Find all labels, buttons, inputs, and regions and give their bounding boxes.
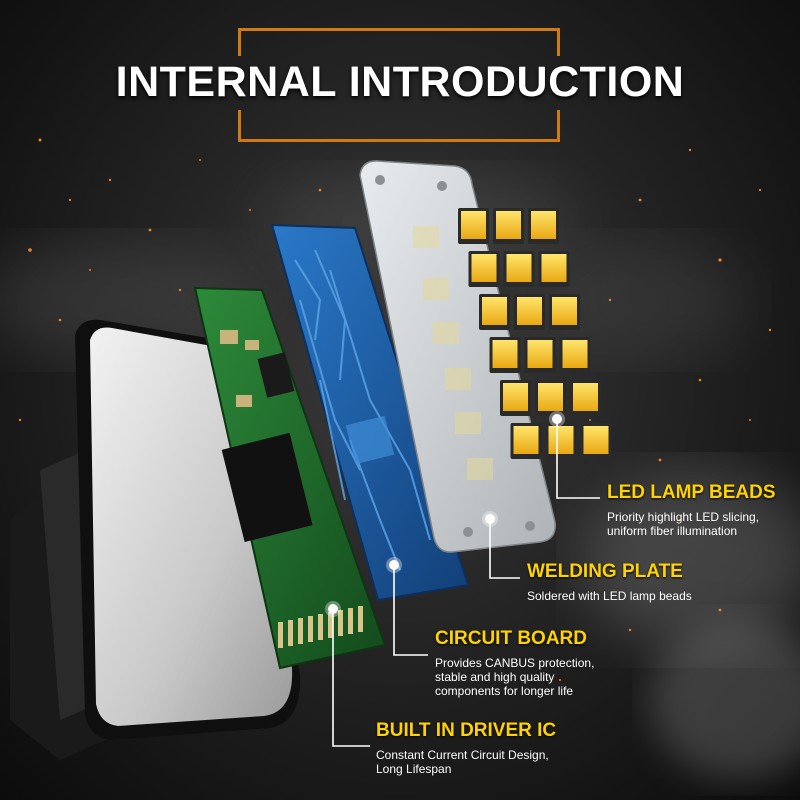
callout-desc-line: Soldered with LED lamp beads [527,589,692,603]
welding-plate [359,160,556,553]
callout-title: WELDING PLATE [527,561,683,582]
bulb-housing [10,319,301,760]
led-lamp-beads [458,208,612,459]
callout-desc-line: Priority highlight LED slicing, [607,510,760,524]
led-chip-phosphor [482,297,507,325]
callout-led-lamp-beads: LED LAMP BEADS Priority highlight LED sl… [607,482,776,538]
led-chip-phosphor [503,383,528,411]
callout-title: LED LAMP BEADS [607,482,776,503]
callout-desc-line: Provides CANBUS protection, [435,656,595,670]
led-chip-phosphor [527,340,553,368]
callout-desc-line: components for longer life [435,684,574,698]
callout-description: Provides CANBUS protection, stable and h… [435,656,594,698]
led-chip-phosphor [496,211,521,239]
callout-description: Constant Current Circuit Design, Long Li… [376,748,556,776]
callout-desc-line: stable and high quality [435,670,555,684]
blue-circuit-board [270,223,470,602]
callout-title: CIRCUIT BOARD [435,628,587,649]
led-chip-phosphor [573,383,598,411]
callout-welding-plate: WELDING PLATE Soldered with LED lamp bea… [527,561,692,603]
led-chip-phosphor [548,426,574,454]
led-chip-phosphor [492,340,518,368]
callout-description: Priority highlight LED slicing, uniform … [607,510,776,538]
spark-particles [18,138,772,681]
callout-title: BUILT IN DRIVER IC [376,720,557,741]
callout-circuit-board: CIRCUIT BOARD Provides CANBUS protection… [435,628,594,698]
callout-description: Soldered with LED lamp beads [527,589,692,603]
title-frame-bottom [238,110,560,142]
callout-driver-ic: BUILT IN DRIVER IC Constant Current Circ… [376,720,556,776]
callout-leader-lines [332,422,600,747]
page-title: INTERNAL INTRODUCTION [115,58,685,106]
led-chip-phosphor [538,383,563,411]
callout-desc-line: Constant Current Circuit Design, [376,748,549,762]
led-chip-phosphor [506,254,532,282]
led-chip-phosphor [583,426,609,454]
led-chip-phosphor [517,297,542,325]
title-frame-top [238,28,560,56]
led-chip-phosphor [562,340,588,368]
led-chip-phosphor [513,426,539,454]
led-chip-phosphor [541,254,567,282]
callout-desc-line: Long Lifespan [376,762,452,776]
led-chip-phosphor [461,211,486,239]
callout-dots [325,411,565,617]
driver-pcb [193,286,387,670]
led-chip-phosphor [531,211,556,239]
callout-desc-line: uniform fiber illumination [607,524,738,538]
led-chip-phosphor [471,254,497,282]
led-chip-phosphor [552,297,577,325]
